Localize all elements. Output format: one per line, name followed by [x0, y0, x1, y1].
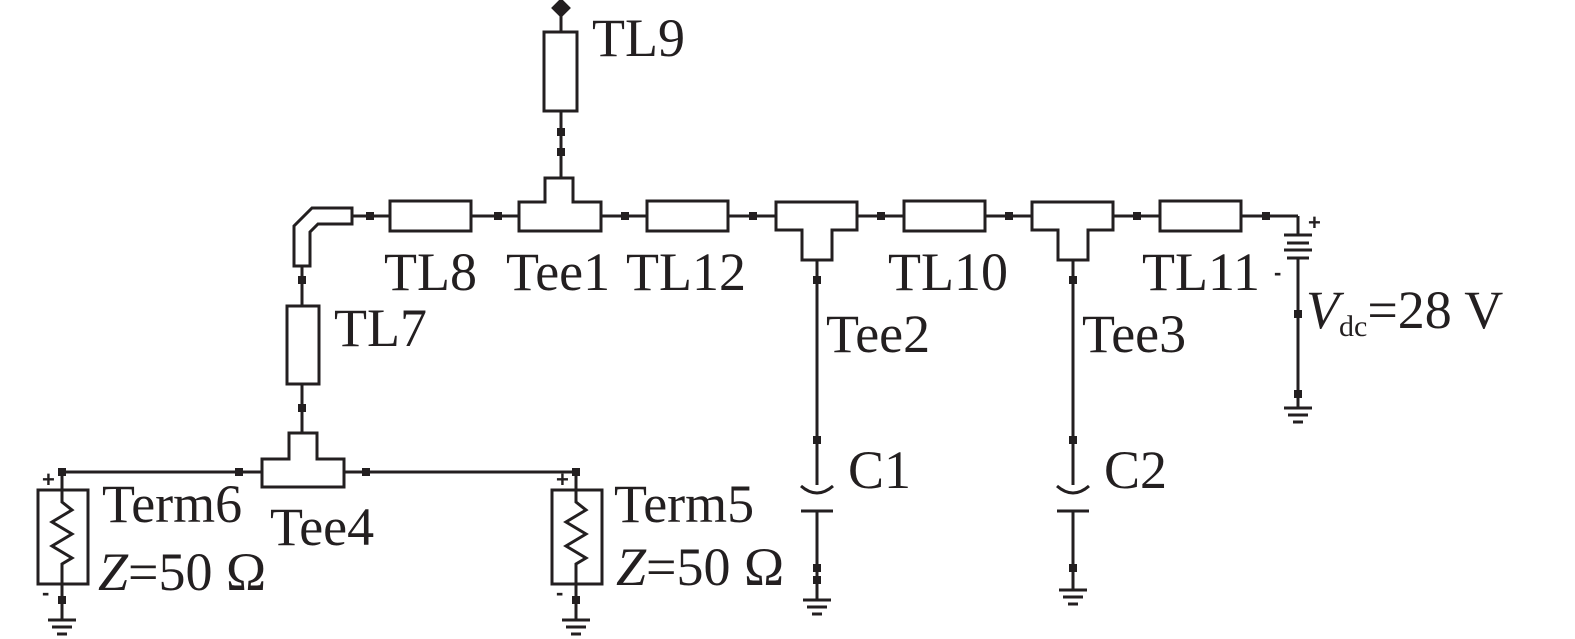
label-tee1: Tee1 — [506, 242, 610, 302]
label-c1: C1 — [848, 440, 911, 500]
label-vdc: Vdc=28 V — [1306, 280, 1503, 343]
label-term5-impedance: Z=50 Ω — [616, 537, 784, 597]
dc-source — [1284, 233, 1312, 260]
tl12-box — [645, 199, 730, 233]
component-labels: TL9 TL8 Tee1 TL12 TL10 TL11 TL7 Tee2 Tee… — [98, 8, 1503, 602]
tl10-box — [902, 199, 987, 233]
term6-plus: + — [42, 467, 55, 492]
ground-icon — [1059, 588, 1087, 606]
tl8-box — [388, 199, 473, 233]
ground-symbols — [48, 406, 1312, 636]
ground-icon — [1284, 406, 1312, 424]
label-tee3: Tee3 — [1082, 304, 1186, 364]
capacitor-c2 — [1056, 484, 1090, 513]
tee1-shape — [517, 176, 603, 233]
label-tl12: TL12 — [626, 242, 746, 302]
label-term5: Term5 — [614, 474, 754, 534]
label-c2: C2 — [1104, 440, 1167, 500]
polarity-marks: + - + - + - — [42, 210, 1321, 605]
label-tl11: TL11 — [1142, 242, 1260, 302]
tl7-box — [285, 304, 321, 386]
ground-icon — [48, 618, 76, 636]
tee-junctions — [260, 176, 1115, 489]
label-tl8: TL8 — [384, 242, 477, 302]
label-tee4: Tee4 — [270, 497, 374, 557]
bend-element — [292, 206, 354, 268]
vdc-plus: + — [1308, 210, 1321, 235]
transmission-lines — [285, 30, 1243, 386]
term6 — [36, 488, 90, 586]
term5-plus: + — [556, 467, 569, 492]
ground-icon — [803, 598, 831, 616]
term5-minus: - — [556, 580, 563, 605]
tl11-box — [1158, 199, 1243, 233]
label-term6-impedance: Z=50 Ω — [98, 542, 266, 602]
ground-icon — [562, 618, 590, 636]
label-tee2: Tee2 — [826, 304, 930, 364]
label-tl7: TL7 — [334, 298, 427, 358]
term5 — [550, 488, 604, 586]
vdc-minus: - — [1274, 260, 1281, 285]
tee2-shape — [774, 200, 859, 262]
capacitor-c1 — [800, 484, 834, 513]
label-tl10: TL10 — [888, 242, 1008, 302]
tee4-shape — [260, 431, 346, 489]
term6-minus: - — [42, 580, 49, 605]
tee3-shape — [1030, 200, 1115, 262]
label-term6: Term6 — [102, 474, 242, 534]
label-tl9: TL9 — [592, 8, 685, 68]
tl9-box — [542, 30, 579, 113]
